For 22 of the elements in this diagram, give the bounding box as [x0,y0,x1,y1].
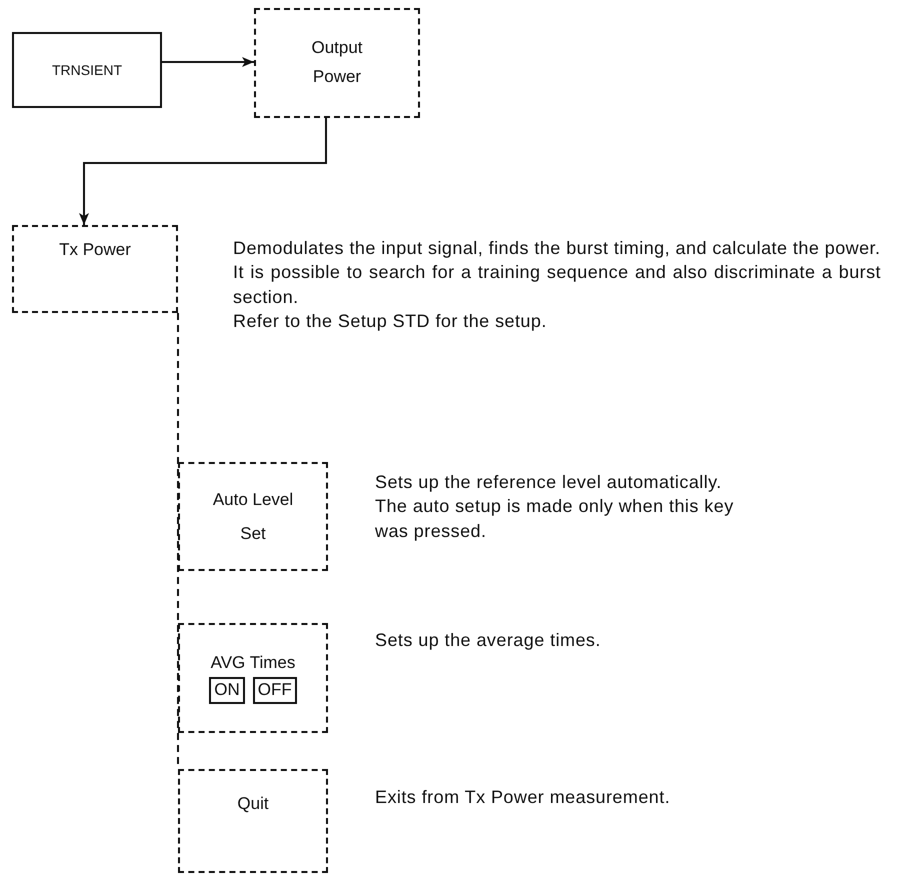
description-text: Exits from Tx Power measurement. [375,786,672,809]
node-label: Tx Power [59,239,131,261]
soft-key-box [254,8,420,118]
node-label: Auto Level Set [212,488,294,544]
option-key: OFF [252,677,297,704]
description-text: Sets up the reference level automatically. The auto setup is made only when this key was pressed. [375,471,735,543]
soft-key-box [178,462,328,571]
node-label: TRNSIENT [52,62,122,78]
option-key: ON [209,677,245,704]
description-text: It is possible to search for a training sequence and also discriminate a burst section. [233,261,881,309]
description-text: Refer to the Setup STD for the setup. [233,310,548,334]
soft-key-box [178,623,328,733]
soft-key-box [12,225,178,313]
soft-key-box [178,769,328,873]
description-text: Demodulates the input signal, finds the burst timing, and calculate the power. [233,237,881,260]
node-label: Quit [237,793,269,815]
description-text: Sets up the average times. [375,629,602,652]
arrow [79,118,327,225]
node-label: AVG Times [210,652,296,674]
menu-key-box [12,32,162,108]
node-label: Output Power [310,37,364,88]
arrow [162,57,254,67]
